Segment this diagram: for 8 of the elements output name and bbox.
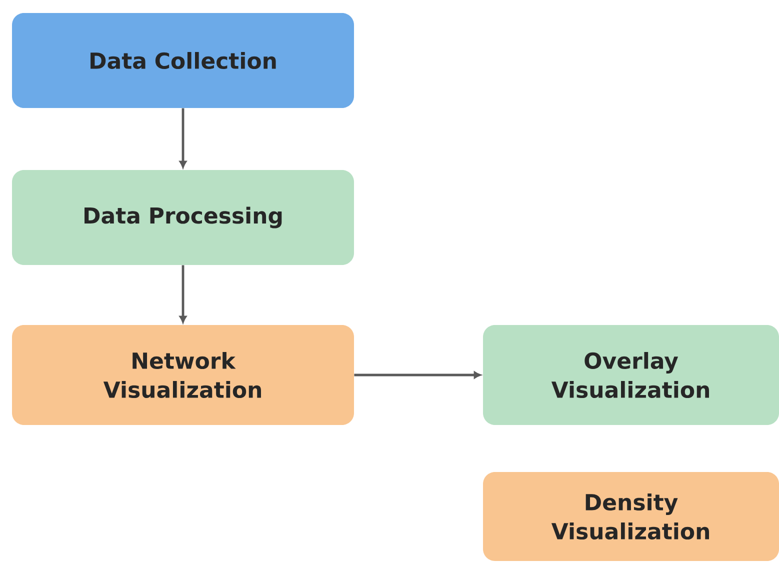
process-box: Data Collection xyxy=(12,13,354,108)
process-box: Data Processing xyxy=(12,170,354,265)
process-box: Network Visualization xyxy=(12,325,354,425)
arrow xyxy=(179,108,187,168)
process-box: Overlay Visualization xyxy=(483,325,779,425)
arrow xyxy=(179,265,187,323)
process-box: Density Visualization xyxy=(483,472,779,561)
arrow xyxy=(354,371,481,379)
